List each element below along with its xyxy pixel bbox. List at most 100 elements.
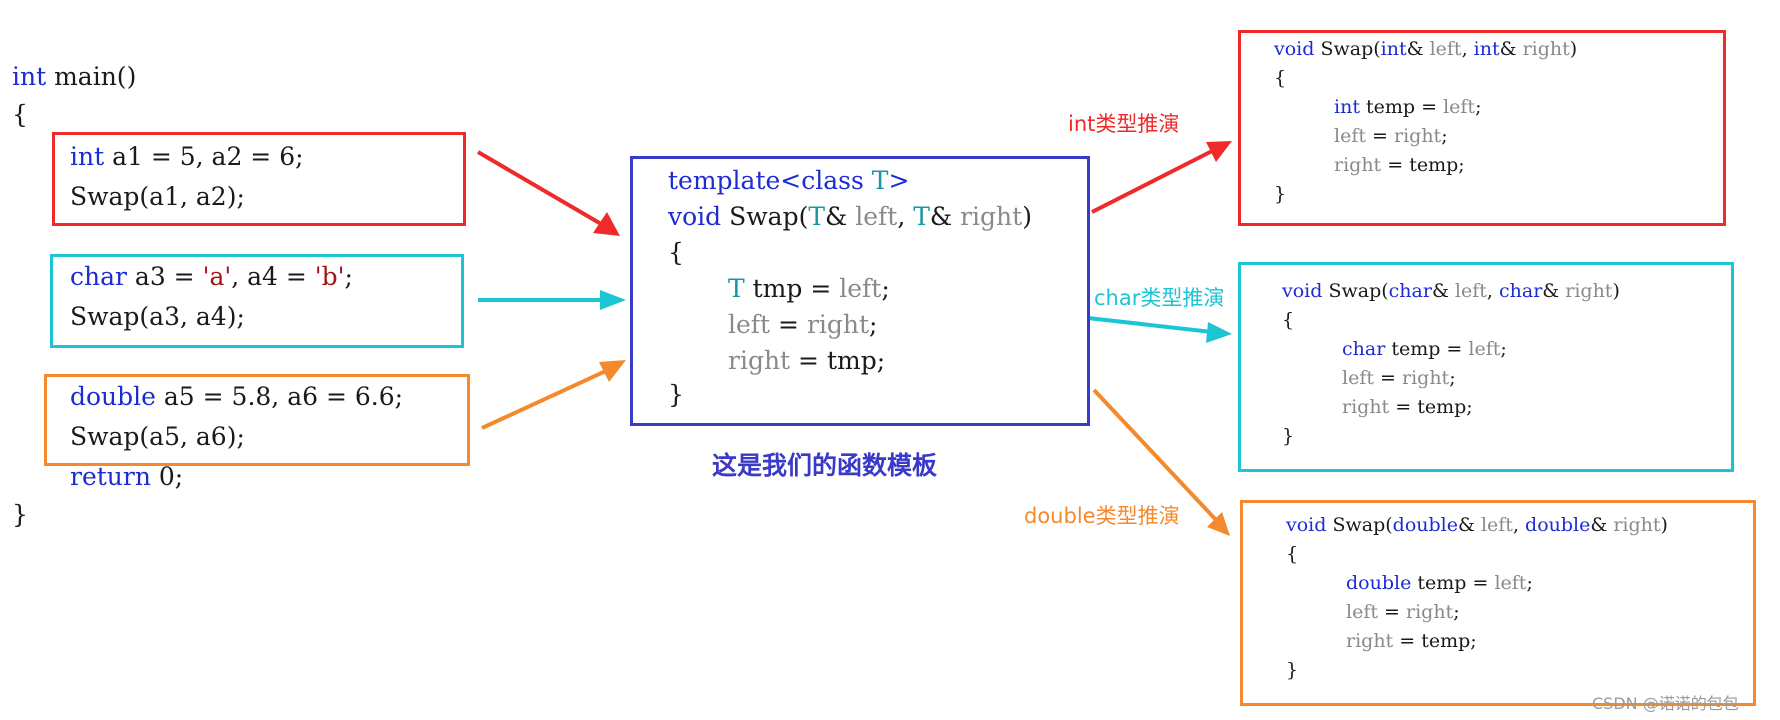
keyword-class: class [801, 166, 864, 195]
keyword-double: double [1392, 514, 1458, 536]
double-declaration: double a5 = 5.8, a6 = 6.6; [70, 382, 403, 411]
comma: , [897, 202, 914, 231]
comma: , [1512, 514, 1526, 536]
double-instance-box [1240, 500, 1756, 706]
keyword-void: void [1282, 280, 1323, 302]
assign-op: = [1374, 367, 1402, 389]
double-instance-assign-left: left = right; [1346, 601, 1460, 623]
double-instance-signature: void Swap(double& left, double& right) [1286, 514, 1668, 536]
param-left: left [1468, 338, 1501, 360]
template-assign-left: left = right; [728, 310, 877, 339]
template-assign-right: right = tmp; [728, 346, 885, 375]
comma: , [1461, 38, 1474, 60]
template-close-brace: } [668, 380, 684, 409]
keyword-char: char [1388, 280, 1432, 302]
template-tmp-line: T tmp = left; [728, 274, 890, 303]
close-paren: ) [1569, 38, 1578, 60]
char-deduction-label: char类型推演 [1094, 286, 1225, 310]
param-left: left [1342, 367, 1374, 389]
arrow-double-to-template-head [599, 360, 626, 382]
char-instance-close-brace: } [1282, 425, 1295, 447]
close-paren: ) [1612, 280, 1620, 302]
semicolon: ; [1475, 96, 1482, 118]
param-right: right [1402, 367, 1450, 389]
template-open-brace: { [668, 238, 684, 267]
comma: , [1486, 280, 1499, 302]
semicolon: ; [869, 310, 878, 339]
template-header: template<class T> [668, 166, 909, 195]
arrow-template-to-char-head [1206, 322, 1232, 343]
arrow-template-to-double [1092, 388, 1220, 524]
ref-amp: & [825, 202, 856, 231]
semicolon: ; [881, 274, 890, 303]
watermark: CSDN @诺诺的包包 [1592, 694, 1739, 713]
tmp-decl: tmp = [744, 274, 840, 303]
type-param-T: T [913, 202, 930, 231]
char-instance-temp-line: char temp = left; [1342, 338, 1507, 360]
ref-amp: & [1431, 280, 1455, 302]
arrow-char-to-template-head [600, 290, 626, 310]
keyword-return: return [70, 462, 151, 491]
template-signature: void Swap(T& left, T& right) [668, 202, 1032, 231]
arrow-template-to-double-head [1207, 512, 1230, 536]
int-instance-box [1238, 30, 1726, 226]
swap-name: Swap( [1326, 514, 1393, 536]
int-instance-close-brace: } [1274, 183, 1287, 205]
int-deduction-label: int类型推演 [1068, 112, 1180, 136]
int-instance-signature: void Swap(int& left, int& right) [1274, 38, 1577, 60]
char-instance-assign-right: right = temp; [1342, 396, 1473, 418]
char-call-box [50, 254, 464, 348]
template-space [864, 166, 872, 195]
main-signature: int main() [12, 62, 136, 91]
param-right: right [1342, 396, 1390, 418]
keyword-int: int [1473, 38, 1500, 60]
int-declaration: int a1 = 5, a2 = 6; [70, 142, 304, 171]
keyword-char: char [1342, 338, 1386, 360]
double-deduction-label: double类型推演 [1024, 504, 1180, 528]
temp-decl: temp = [1385, 338, 1469, 360]
semicolon: ; [1500, 338, 1507, 360]
arrow-int-to-template-head [593, 212, 620, 236]
param-right: right [1522, 38, 1570, 60]
assign-temp: = temp; [1389, 396, 1473, 418]
assign-op: = [1366, 125, 1394, 147]
temp-decl: temp = [1359, 96, 1444, 118]
arrow-double-to-template [481, 368, 609, 430]
keyword-void: void [1286, 514, 1327, 536]
int-instance-open-brace: { [1274, 67, 1287, 89]
param-right: right [1613, 514, 1661, 536]
assign-temp: = temp; [1393, 630, 1477, 652]
template-gt: > [888, 166, 910, 195]
temp-decl: temp = [1411, 572, 1495, 594]
template-lt: < [780, 166, 802, 195]
param-right: right [1406, 601, 1454, 623]
char-decl-part-a: a3 = [126, 262, 203, 291]
char-decl-end: ; [344, 262, 353, 291]
keyword-int: int [12, 62, 47, 91]
param-right: right [728, 346, 791, 375]
ref-amp: & [1457, 514, 1481, 536]
arrow-template-to-int [1091, 146, 1219, 214]
param-right: right [1334, 154, 1382, 176]
swap-name: Swap( [721, 202, 809, 231]
keyword-template: template [668, 166, 781, 195]
arrow-template-to-char [1087, 316, 1213, 334]
semicolon: ; [1449, 367, 1456, 389]
keyword-double: double [1525, 514, 1591, 536]
char-swap-call: Swap(a3, a4); [70, 302, 245, 331]
close-paren: ) [1660, 514, 1668, 536]
param-left: left [1429, 38, 1462, 60]
ref-amp: & [1542, 280, 1566, 302]
char-decl-part-b: , a4 = [231, 262, 315, 291]
double-declaration-rest: a5 = 5.8, a6 = 6.6; [155, 382, 404, 411]
double-swap-call: Swap(a5, a6); [70, 422, 245, 451]
int-call-box [52, 132, 466, 226]
semicolon: ; [1453, 601, 1460, 623]
int-swap-call: Swap(a1, a2); [70, 182, 245, 211]
int-instance-temp-line: int temp = left; [1334, 96, 1481, 118]
arrow-template-to-int-head [1206, 141, 1232, 162]
keyword-void: void [668, 202, 722, 231]
char-literal-a: 'a' [202, 262, 232, 291]
int-instance-assign-left: left = right; [1334, 125, 1448, 147]
